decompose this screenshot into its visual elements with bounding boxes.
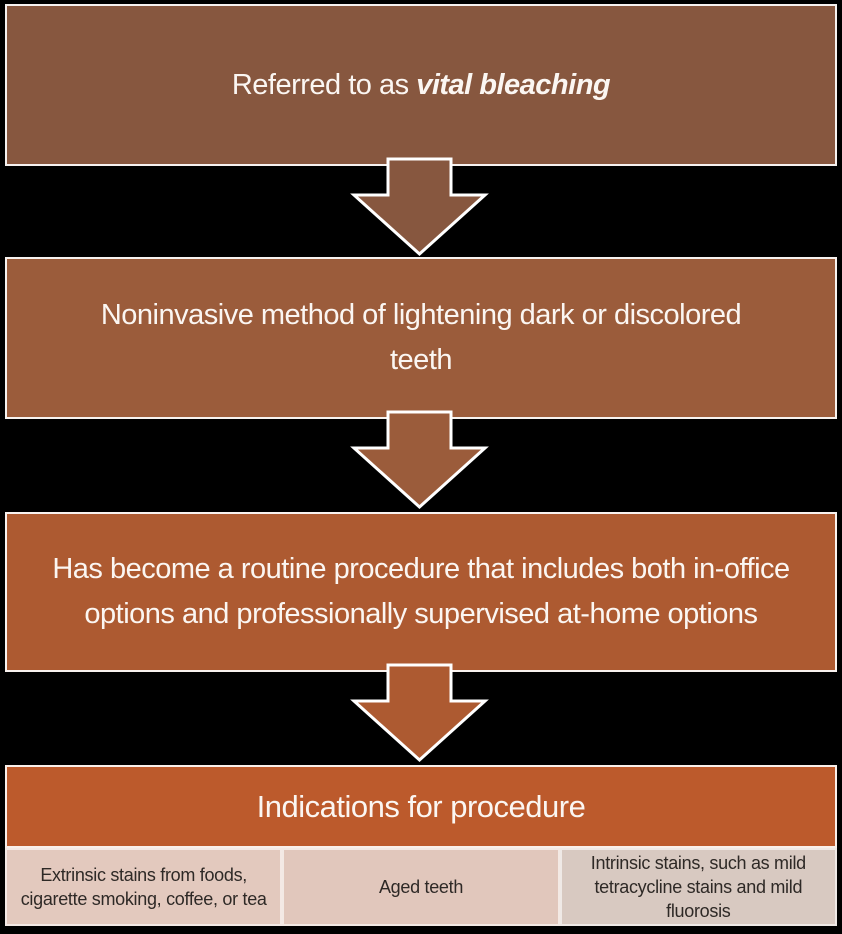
flow-box-routine-procedure-text: Has become a routine procedure that incl… (52, 553, 790, 630)
down-arrow-shape (350, 663, 489, 763)
indications-header-text: Indications for procedure (256, 789, 586, 824)
down-arrow-icon (350, 663, 489, 763)
indications-cells: Extrinsic stains from foods, cigarette s… (5, 848, 837, 926)
indication-cell-aged-teeth: Aged teeth (282, 848, 560, 926)
indication-cell-text: Intrinsic stains, such as mild tetracycl… (590, 853, 806, 921)
down-arrow-icon (350, 410, 489, 510)
indication-cell-text: Extrinsic stains from foods, cigarette s… (20, 865, 267, 909)
text-prefix: Referred to as (231, 68, 417, 101)
indication-cell-intrinsic-stains: Intrinsic stains, such as mild tetracycl… (559, 848, 837, 926)
flow-box-noninvasive: Noninvasive method of lightening dark or… (5, 257, 837, 419)
indication-cell-extrinsic-stains: Extrinsic stains from foods, cigarette s… (5, 848, 283, 926)
text-emphasis: vital bleaching (416, 68, 611, 101)
flow-box-noninvasive-text: Noninvasive method of lightening dark or… (100, 299, 742, 376)
flow-box-routine-procedure: Has become a routine procedure that incl… (5, 512, 837, 672)
indication-cell-text: Aged teeth (378, 877, 464, 897)
down-arrow-shape (350, 157, 489, 257)
down-arrow-icon (350, 157, 489, 257)
indications-header: Indications for procedure (5, 765, 837, 848)
flow-box-vital-bleaching: Referred to as vital bleaching (5, 4, 837, 166)
flow-box-vital-bleaching-text: Referred to as vital bleaching (231, 63, 611, 108)
down-arrow-shape (350, 410, 489, 510)
